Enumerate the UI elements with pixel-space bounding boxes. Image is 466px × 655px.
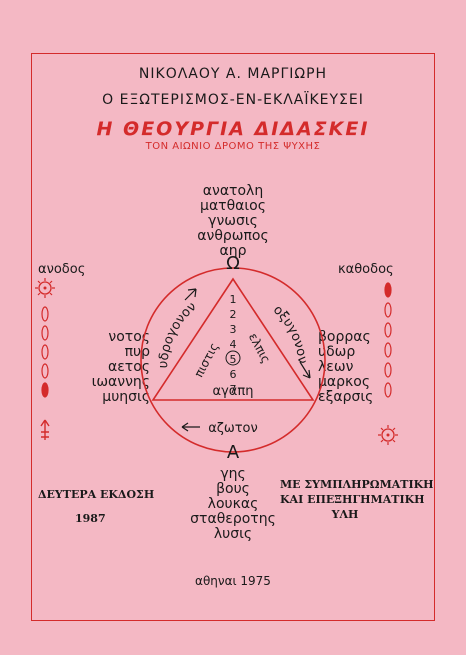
right-word: λεων [318, 359, 354, 375]
edition-year: 1987 [75, 512, 106, 525]
sun-icon [381, 428, 395, 442]
number-7: 7 [230, 383, 237, 396]
capsule-icon [384, 302, 392, 318]
bottom-word-list: γης βους λουκας σταθεροτης λυσις [176, 467, 290, 542]
capsule-icon [41, 306, 49, 322]
page-border [31, 53, 435, 621]
left-word: αετος [107, 359, 150, 375]
capsule-icon [41, 344, 49, 360]
kathodos-label: καθοδος [338, 262, 394, 277]
number-3: 3 [230, 323, 237, 336]
bottom-word: λουκας [207, 496, 259, 512]
number-4: 4 [230, 338, 237, 351]
capsule-icon [384, 322, 392, 338]
arrow-up-icon [40, 419, 50, 440]
top-word: ανθρωπος [197, 228, 269, 244]
left-word: νοτος [108, 329, 150, 345]
top-word: αηρ [219, 243, 247, 259]
capsule-icon [384, 382, 392, 398]
number-5: 5 [230, 353, 237, 366]
arrow-left [181, 422, 200, 432]
top-word: γνωσις [208, 213, 258, 229]
capsule-filled-icon [384, 282, 392, 298]
bottom-word: βους [216, 481, 250, 497]
anodos-label: ανοδος [38, 262, 86, 277]
tri-agape: αγαπη [213, 384, 254, 399]
capsule-icon [41, 325, 49, 341]
number-1: 1 [230, 293, 237, 306]
omega-symbol: Ω [226, 253, 240, 274]
capsule-icon [384, 342, 392, 358]
arc-nitrogen: αζωτον [208, 421, 258, 436]
arc-oxygen-text: οξυγονον [270, 303, 310, 365]
number-column: 1 2 3 4 5 6 7 [230, 293, 237, 396]
bottom-word: λυσις [213, 526, 253, 542]
number-2: 2 [230, 308, 237, 321]
arrow-up-left [184, 288, 197, 301]
author-name: ΝΙΚΟΛΑΟΥ Α. ΜΑΡΓΙΩΡΗ [138, 66, 328, 82]
bottom-word: σταθεροτης [190, 511, 276, 527]
arc-hydrogen: υδρογονον [156, 299, 199, 369]
number-6: 6 [230, 368, 237, 381]
right-word: μαρκος [318, 374, 371, 390]
left-word-list: νοτος πυρ αετος ιωαννης μυησις [70, 330, 150, 405]
sun-rays-icon [378, 425, 398, 445]
top-word: ανατολη [202, 183, 264, 199]
edition-label: ΔΕΥΤΕΡΑ ΕΚΔΟΣΗ [38, 488, 155, 501]
tri-elpis: ελπις [246, 331, 273, 366]
series-subtitle: Ο ΕΞΩΤΕΡΙΣΜΟΣ-ΕΝ-ΕΚΛΑΪΚΕΥΣΕΙ [102, 92, 364, 108]
left-word: πυρ [124, 344, 150, 360]
capsule-icon [384, 362, 392, 378]
tri-pistis: πιστις [192, 340, 222, 379]
arc-hydrogen-text: υδρογονον [156, 299, 199, 369]
number-5-ring [225, 350, 241, 366]
right-word: εξαρσις [318, 389, 374, 405]
left-word: ιωαννης [91, 374, 150, 390]
place-date: αθηναι 1975 [195, 574, 271, 588]
note-line-2: ΚΑΙ ΕΠΕΞΗΓΗΜΑΤΙΚΗ [280, 493, 425, 506]
alpha-symbol: Α [227, 442, 240, 463]
inner-triangle [151, 277, 315, 401]
sun-center-icon [43, 286, 47, 290]
anodos-symbol-column [35, 278, 55, 440]
right-word: βορρας [318, 329, 371, 345]
arrow-down-right [299, 361, 311, 379]
sun-center-icon [386, 433, 390, 437]
bottom-word: γης [220, 466, 246, 482]
book-tagline: ΤΟΝ ΑΙΩΝΙΟ ΔΡΟΜΟ ΤΗΣ ΨΥΧΗΣ [145, 141, 321, 152]
note-line-3: ΥΛΗ [331, 508, 359, 521]
top-word-list: ανατολη ματθαιος γνωσις ανθρωπος αηρ [183, 184, 283, 259]
right-word-list: βορρας υδωρ λεων μαρκος εξαρσις [318, 330, 398, 405]
capsule-filled-icon [41, 382, 49, 398]
outer-circle [140, 267, 326, 453]
sun-rays-icon [35, 278, 55, 298]
kathodos-symbol-column [378, 282, 398, 445]
book-title: Η ΘΕΟΥΡΓΙΑ ΔΙΔΑΣΚΕΙ [96, 118, 370, 140]
right-word: υδωρ [318, 344, 356, 360]
sun-icon [38, 281, 52, 295]
capsule-icon [41, 363, 49, 379]
note-line-1: ΜΕ ΣΥΜΠΛΗΡΩΜΑΤΙΚΗ [280, 478, 434, 491]
arc-oxygen: οξυγονον [270, 303, 310, 365]
left-word: μυησις [102, 389, 150, 405]
top-word: ματθαιος [200, 198, 266, 214]
